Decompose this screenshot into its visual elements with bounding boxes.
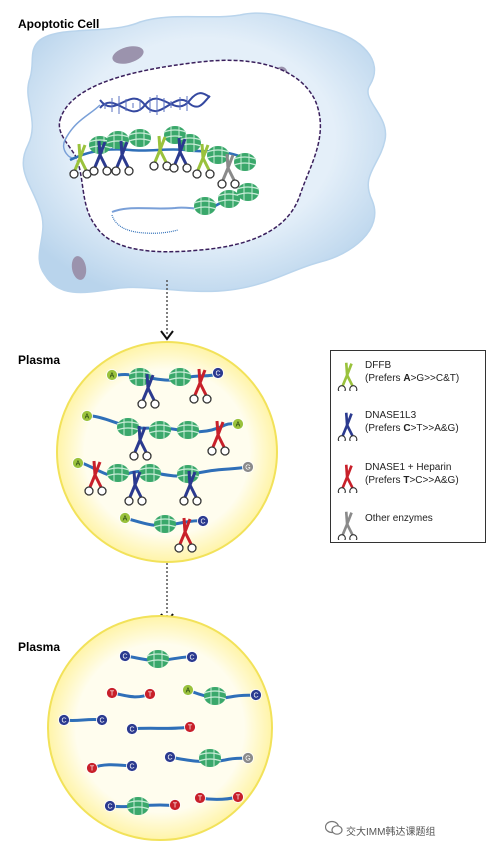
end-marker-letter: C xyxy=(200,519,205,526)
end-marker-a xyxy=(72,457,84,469)
legend-item-dffb: DFFB (Prefers A>G>>C&T) xyxy=(331,357,487,397)
plasma-label-top: Plasma xyxy=(18,353,61,367)
nucleosome xyxy=(217,189,241,209)
end-marker-t xyxy=(194,792,206,804)
end-marker-t xyxy=(232,791,244,803)
end-marker-c xyxy=(197,515,209,527)
end-marker-letter: A xyxy=(123,516,128,523)
organelle xyxy=(112,46,144,64)
dnase1l3-scissor-icon xyxy=(337,411,359,441)
end-marker-a xyxy=(182,684,194,696)
legend-pref-bold: T xyxy=(403,475,410,486)
end-marker-t xyxy=(86,762,98,774)
end-marker-letter: A xyxy=(236,422,241,429)
end-marker-letter: T xyxy=(188,725,193,732)
legend-pref-rest: >C>>A&G) xyxy=(409,475,459,486)
end-marker-letter: C xyxy=(61,718,66,725)
cfdna-fragment xyxy=(131,725,191,731)
dna-double-helix xyxy=(63,92,211,159)
legend-pref-bold: A xyxy=(403,373,411,384)
legend-name: DNASE1 + Heparin xyxy=(365,462,452,473)
plasma-circle-top xyxy=(56,341,278,563)
cfdna-fragment xyxy=(124,514,204,554)
organelle xyxy=(71,256,87,280)
other-enzyme-scissor-icon xyxy=(337,510,359,540)
legend-pref-prefix: (Prefers xyxy=(365,475,404,486)
legend-pref-rest: >G>>C&T) xyxy=(410,373,460,384)
legend-pref-rest: >T>>A&G) xyxy=(410,423,459,434)
end-marker-c xyxy=(126,760,138,772)
dffb-scissor-icon xyxy=(337,361,359,391)
end-marker-letter: C xyxy=(129,764,134,771)
end-marker-letter: T xyxy=(198,796,203,803)
legend-name: DNASE1L3 xyxy=(365,410,417,421)
arrow-down xyxy=(160,280,174,341)
end-marker-a xyxy=(106,369,118,381)
end-marker-letter: A xyxy=(110,373,115,380)
end-marker-letter: C xyxy=(167,755,172,762)
end-marker-letter: A xyxy=(186,688,191,695)
end-marker-letter: C xyxy=(122,654,127,661)
dnase1-scissor-icon xyxy=(337,463,359,493)
end-marker-letter: A xyxy=(85,414,90,421)
end-marker-c xyxy=(104,800,116,812)
end-marker-letter: G xyxy=(245,465,250,472)
watermark-text: 交大IMM韩达课题组 xyxy=(346,827,436,838)
end-marker-letter: T xyxy=(148,692,153,699)
end-marker-letter: G xyxy=(245,756,250,763)
end-marker-letter: T xyxy=(173,803,178,810)
end-marker-letter: A xyxy=(76,461,81,468)
end-marker-letter: T xyxy=(110,691,115,698)
plasma-label-bottom: Plasma xyxy=(18,640,61,654)
end-marker-letter: C xyxy=(99,718,104,725)
legend-pref-prefix: (Prefers xyxy=(365,373,404,384)
end-marker-letter: C xyxy=(215,371,220,378)
end-marker-c xyxy=(250,689,262,701)
legend-name: Other enzymes xyxy=(365,513,433,524)
end-marker-c xyxy=(212,367,224,379)
nucleosome xyxy=(236,182,260,202)
end-marker-a xyxy=(119,512,131,524)
legend-pref-bold: C xyxy=(403,423,411,434)
end-marker-c xyxy=(119,650,131,662)
legend-item-dnase1-heparin: DNASE1 + Heparin (Prefers T>C>>A&G) xyxy=(331,459,487,499)
apoptotic-cell-label: Apoptotic Cell xyxy=(18,17,100,31)
arrow-down xyxy=(160,563,174,624)
nucleosome xyxy=(233,152,257,172)
enzyme-legend: DFFB (Prefers A>G>>C&T) DNASE1L3 (Prefer… xyxy=(330,350,486,543)
end-marker-c xyxy=(164,751,176,763)
end-marker-a xyxy=(81,410,93,422)
legend-item-other: Other enzymes xyxy=(331,506,487,546)
cfdna-fragment xyxy=(117,367,219,410)
cfdna-fragment xyxy=(81,459,249,507)
end-marker-letter: T xyxy=(236,795,241,802)
legend-pref-prefix: (Prefers xyxy=(365,423,404,434)
legend-item-dnase1l3: DNASE1L3 (Prefers C>T>>A&G) xyxy=(331,407,487,447)
end-marker-c xyxy=(96,714,108,726)
nucleosome xyxy=(193,196,217,216)
end-marker-letter: C xyxy=(129,727,134,734)
end-marker-c xyxy=(186,651,198,663)
end-marker-t xyxy=(144,688,156,700)
wechat-icon xyxy=(325,820,343,835)
end-marker-c xyxy=(126,723,138,735)
end-marker-letter: C xyxy=(189,655,194,662)
end-marker-a xyxy=(232,418,244,430)
nucleosome xyxy=(128,128,152,148)
end-marker-letter: C xyxy=(253,693,258,700)
end-marker-g xyxy=(242,461,254,473)
end-marker-t xyxy=(106,687,118,699)
end-marker-t xyxy=(169,799,181,811)
end-marker-c xyxy=(58,714,70,726)
end-marker-g xyxy=(242,752,254,764)
end-marker-t xyxy=(184,721,196,733)
end-marker-letter: C xyxy=(107,804,112,811)
dna-fragment xyxy=(111,214,179,234)
apoptotic-cell xyxy=(22,12,387,294)
end-marker-letter: T xyxy=(90,766,95,773)
legend-name: DFFB xyxy=(365,360,392,371)
end-markers: A C A A A G A C C C T T A C C C C T C G T C C T T T xyxy=(58,367,262,812)
